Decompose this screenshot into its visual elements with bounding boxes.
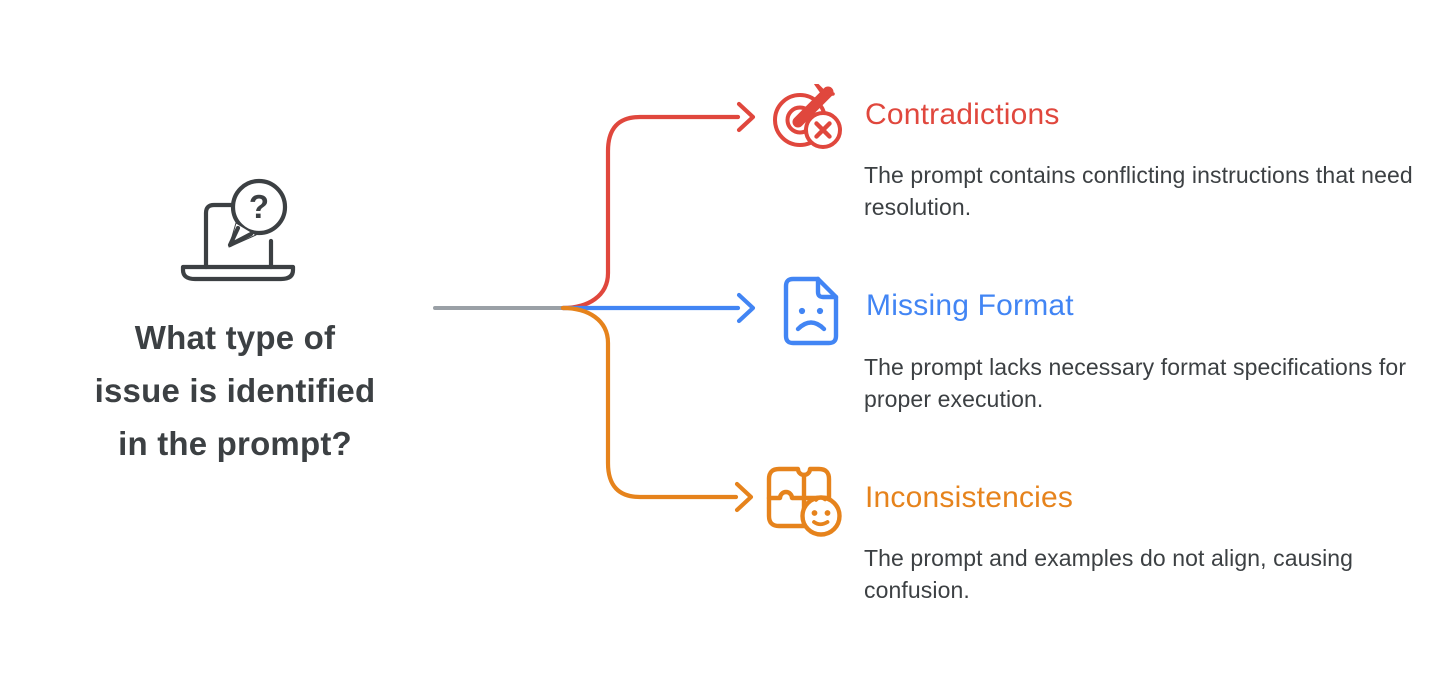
branch-label-contradictions: Contradictions: [865, 98, 1060, 131]
branch-desc-missing-format: The prompt lacks necessary format specif…: [864, 354, 1407, 412]
arrowhead-red-icon: [736, 101, 756, 133]
arrowhead-orange-icon: [734, 481, 754, 513]
laptop-question-icon: ?: [180, 178, 296, 282]
sad-document-icon: [783, 276, 839, 346]
branch-line-red: [560, 114, 741, 311]
puzzle-smiley-icon: [766, 466, 842, 537]
branch-line-orange: [560, 305, 739, 500]
question-line-3: in the prompt?: [118, 425, 352, 462]
question-line-1: What type of: [134, 319, 336, 356]
branch-desc-contradictions: The prompt contains conflicting instruct…: [864, 162, 1413, 220]
question-title: What type of issue is identified in the …: [33, 311, 437, 470]
target-dart-x-icon: [773, 84, 842, 149]
branch-connector-lines: [433, 101, 756, 513]
branch-label-missing-format: Missing Format: [866, 289, 1074, 322]
branch-label-inconsistencies: Inconsistencies: [865, 481, 1074, 514]
arrowhead-blue-icon: [736, 292, 756, 324]
question-line-2: issue is identified: [94, 372, 376, 409]
svg-text:?: ?: [249, 188, 269, 225]
branch-desc-inconsistencies: The prompt and examples do not align, ca…: [864, 545, 1354, 603]
